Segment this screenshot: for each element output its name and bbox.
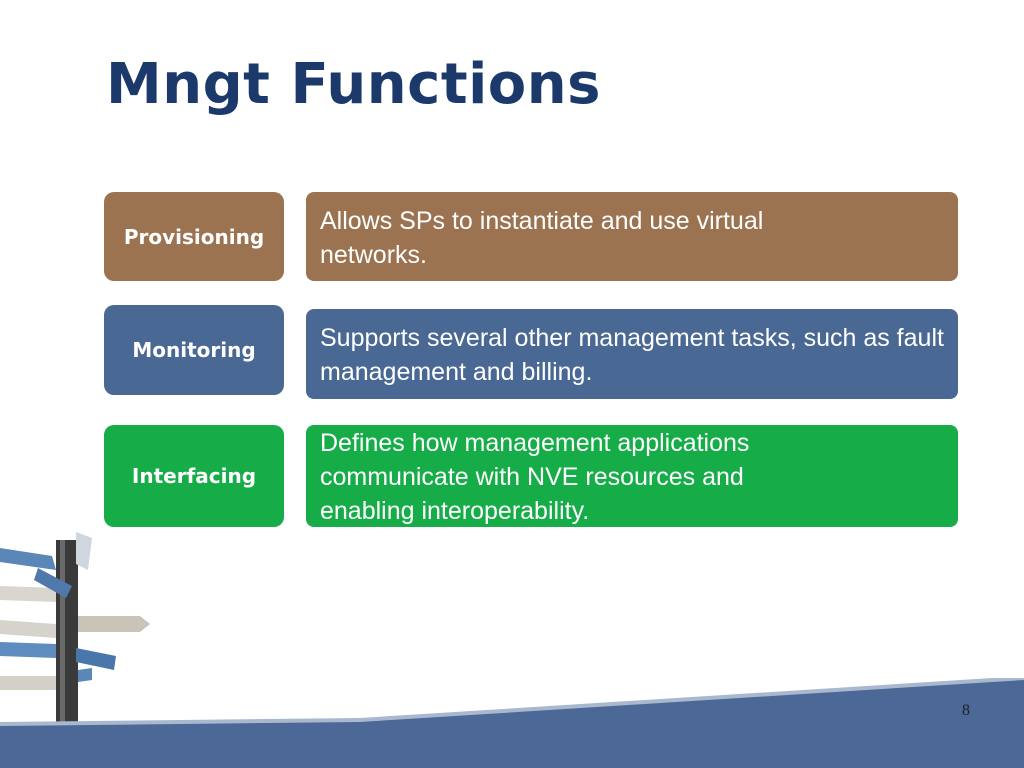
provisioning-description-text: Allows SPs to instantiate and use virtua… [320,207,764,269]
provisioning-description: Allows SPs to instantiate and use virtua… [306,192,958,281]
signpost-arrow-blue-5 [78,668,92,682]
signpost-arrow-blue-2 [34,568,72,598]
interfacing-description: Defines how management applications comm… [306,425,958,527]
slide-title: Mngt Functions [106,52,601,117]
signpost-illustration [0,532,150,730]
signpost-arrow-grey-1 [76,532,92,570]
signpost-arrow-grey-2 [0,586,56,602]
interfacing-label: Interfacing [104,425,284,527]
footer-band-edge [0,678,1024,726]
provisioning-label: Provisioning [104,192,284,281]
footer-band-shape [0,678,1024,768]
signpost-arrow-grey-4 [0,620,56,638]
signpost-pole-highlight [60,540,65,730]
interfacing-description-text: Defines how management applications comm… [320,429,750,525]
provisioning-label-text: Provisioning [123,224,265,249]
monitoring-label: Monitoring [104,305,284,395]
monitoring-description: Supports several other management tasks,… [306,309,958,399]
interfacing-label-text: Interfacing [131,464,257,488]
monitoring-description-text: Supports several other management tasks,… [320,324,944,386]
signpost-arrow-grey-3 [78,616,150,632]
footer-band [0,678,1024,768]
page-number: 8 [962,702,970,719]
signpost-arrow-blue-4 [76,648,116,670]
signpost-arrow-blue-3 [0,642,56,658]
signpost-arrow-grey-5 [0,676,56,690]
monitoring-label-text: Monitoring [132,338,256,362]
signpost-arrow-blue-1 [0,548,56,570]
